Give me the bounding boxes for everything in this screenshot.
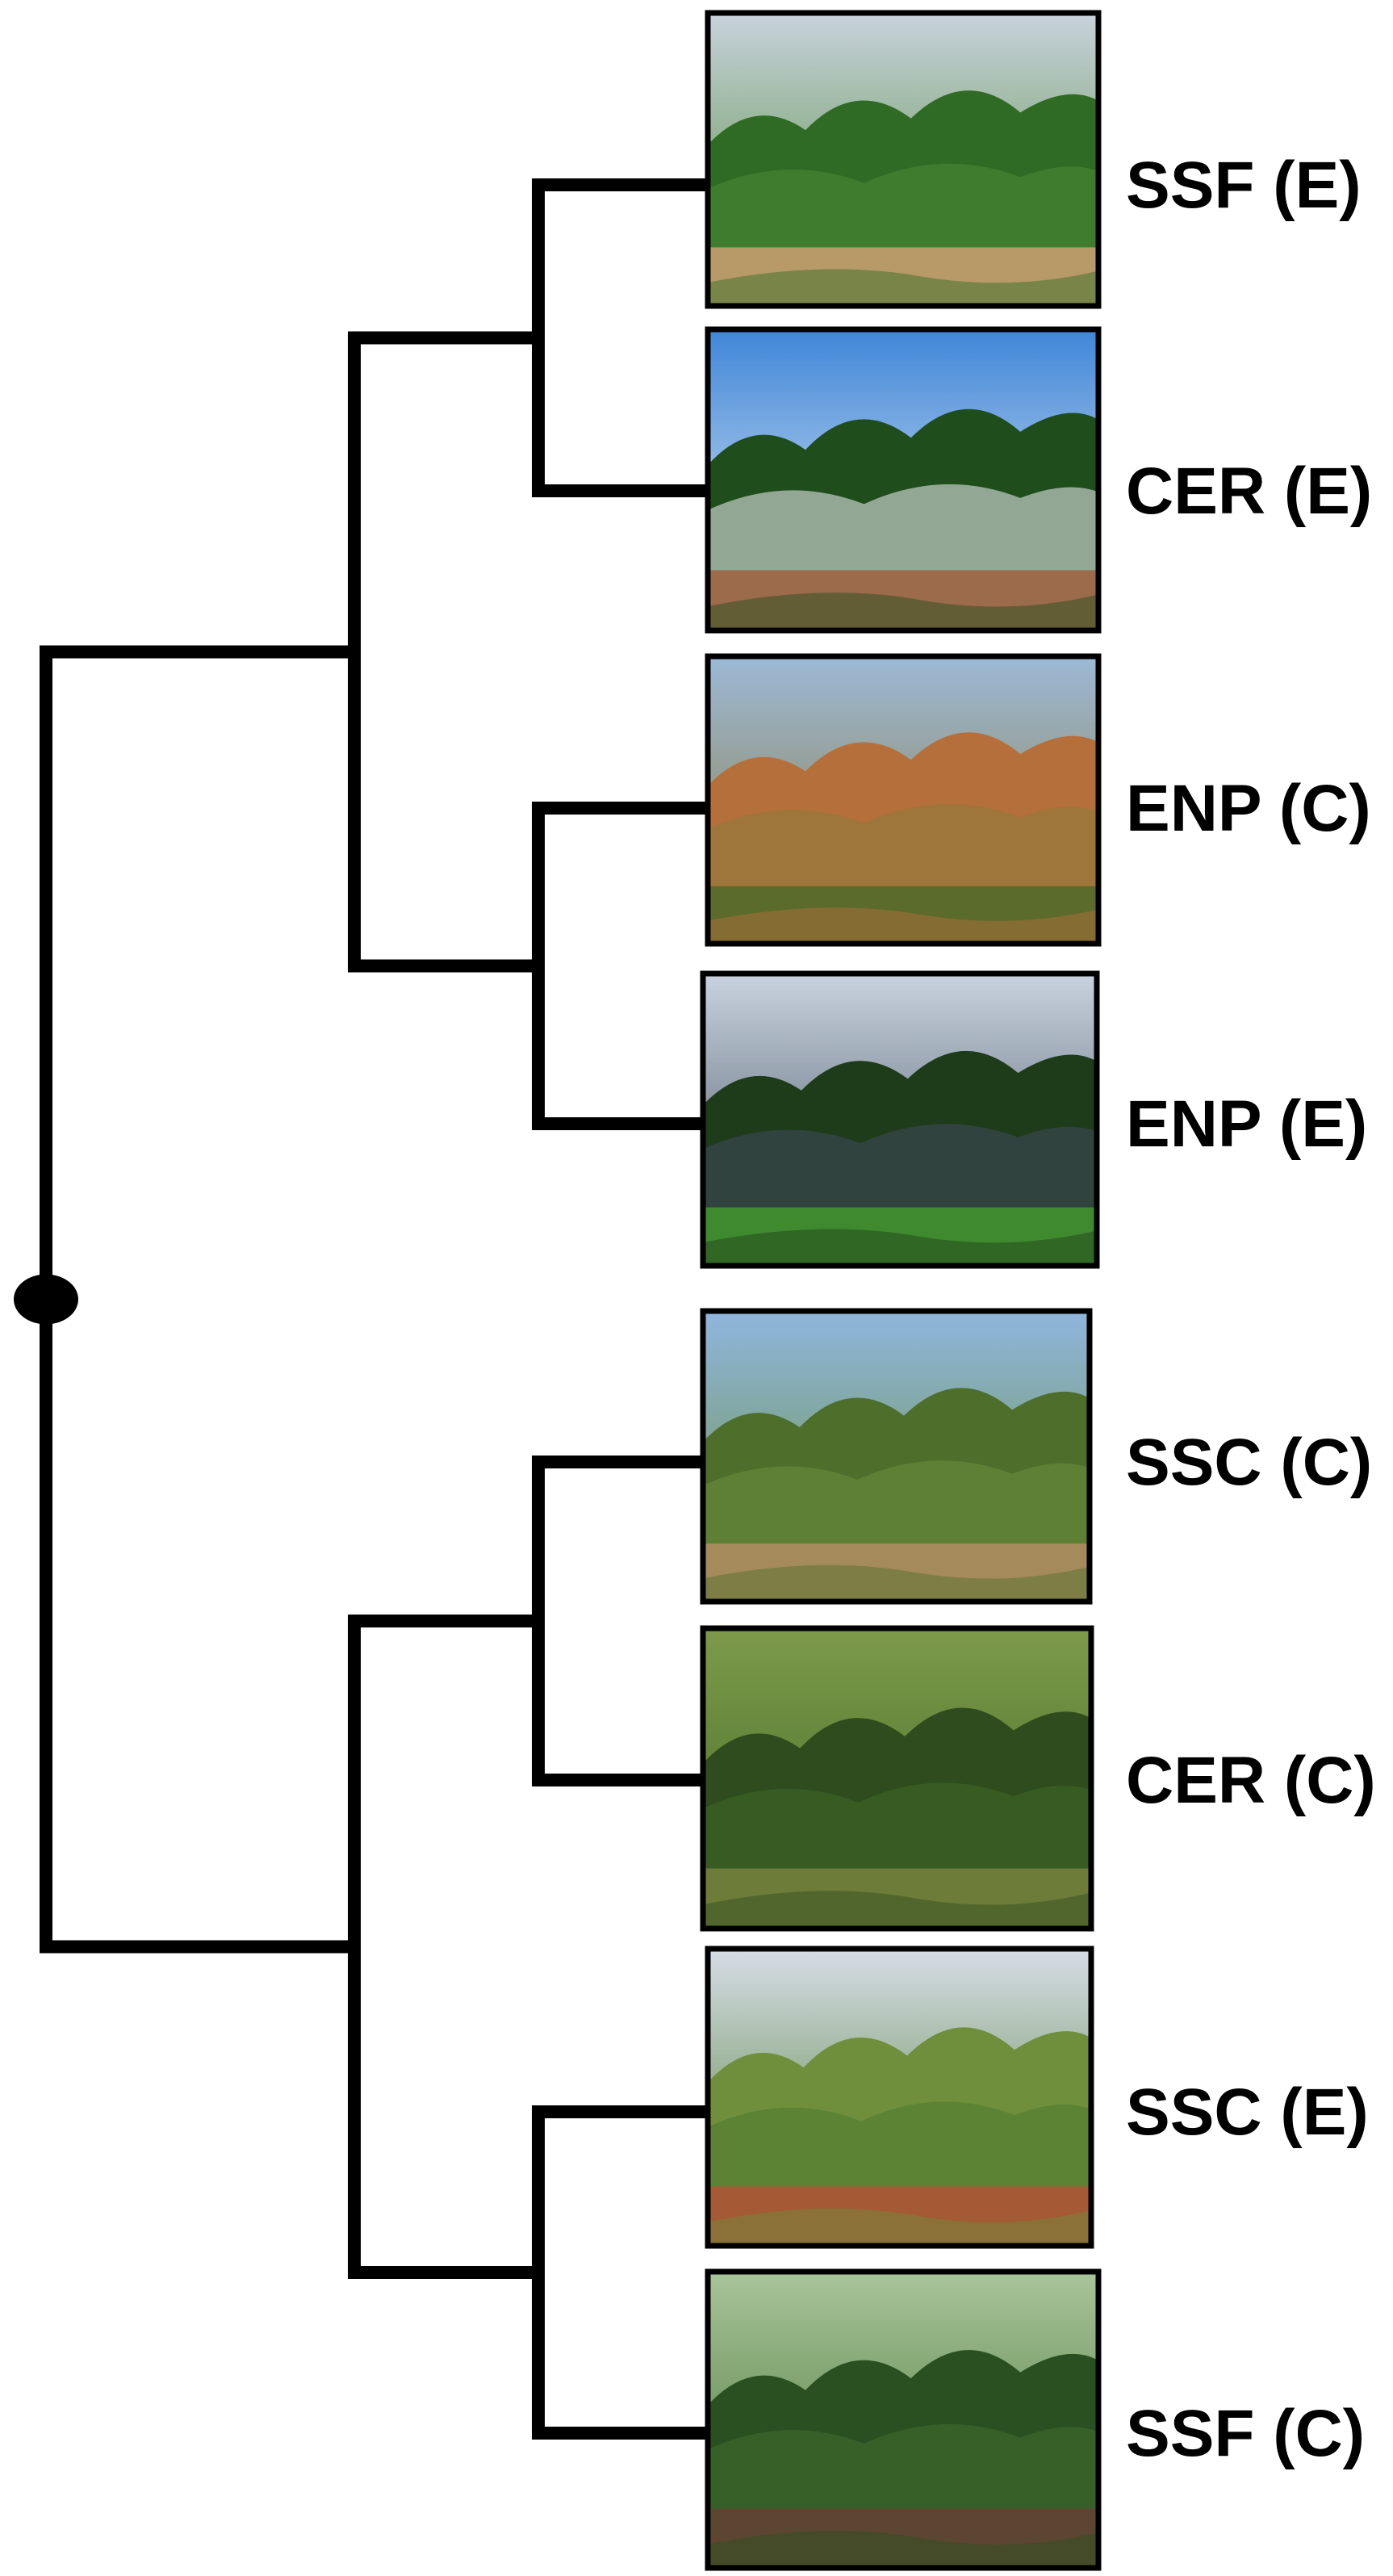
leaf-cer-c: CER (C) <box>700 1625 1376 1932</box>
leaf-label: SSF (C) <box>1126 2397 1365 2470</box>
photo-frame <box>700 970 1100 1269</box>
root-node <box>14 1274 78 1325</box>
photo-frame <box>705 326 1102 634</box>
leaf-enp-e: ENP (E) <box>700 970 1367 1269</box>
site-photo <box>703 1628 1091 1929</box>
leaf-ssf-c: SSF (C) <box>705 2268 1365 2571</box>
dendrogram-branches <box>40 178 714 2440</box>
leaf-label: SSC (E) <box>1126 2075 1369 2149</box>
site-photo <box>703 1311 1090 1602</box>
leaf-cer-e: CER (E) <box>705 326 1372 634</box>
site-photo <box>708 656 1098 944</box>
leaf-ssc-c: SSC (C) <box>700 1308 1372 1605</box>
leaf-ssf-e: SSF (E) <box>705 10 1362 309</box>
leaf-label: SSC (C) <box>1126 1426 1372 1499</box>
site-photo <box>708 1949 1091 2246</box>
photo-frame <box>705 2268 1102 2571</box>
photo-frame <box>705 1946 1094 2249</box>
site-photo <box>708 329 1098 630</box>
leaf-ssc-e: SSC (E) <box>705 1946 1369 2249</box>
leaf-label: CER (E) <box>1126 454 1372 528</box>
leaf-label: ENP (E) <box>1126 1087 1367 1161</box>
leaf-enp-c: ENP (C) <box>705 653 1371 947</box>
photo-frame <box>705 653 1102 947</box>
site-photo <box>708 2272 1098 2568</box>
photo-frame <box>700 1625 1094 1932</box>
site-photo <box>703 974 1097 1266</box>
photo-frame <box>700 1308 1093 1605</box>
leaf-label: CER (C) <box>1126 1744 1376 1817</box>
leaf-label: SSF (E) <box>1126 149 1362 222</box>
photo-frame <box>705 10 1102 309</box>
site-photo <box>708 13 1098 306</box>
leaf-label: ENP (C) <box>1126 772 1371 845</box>
